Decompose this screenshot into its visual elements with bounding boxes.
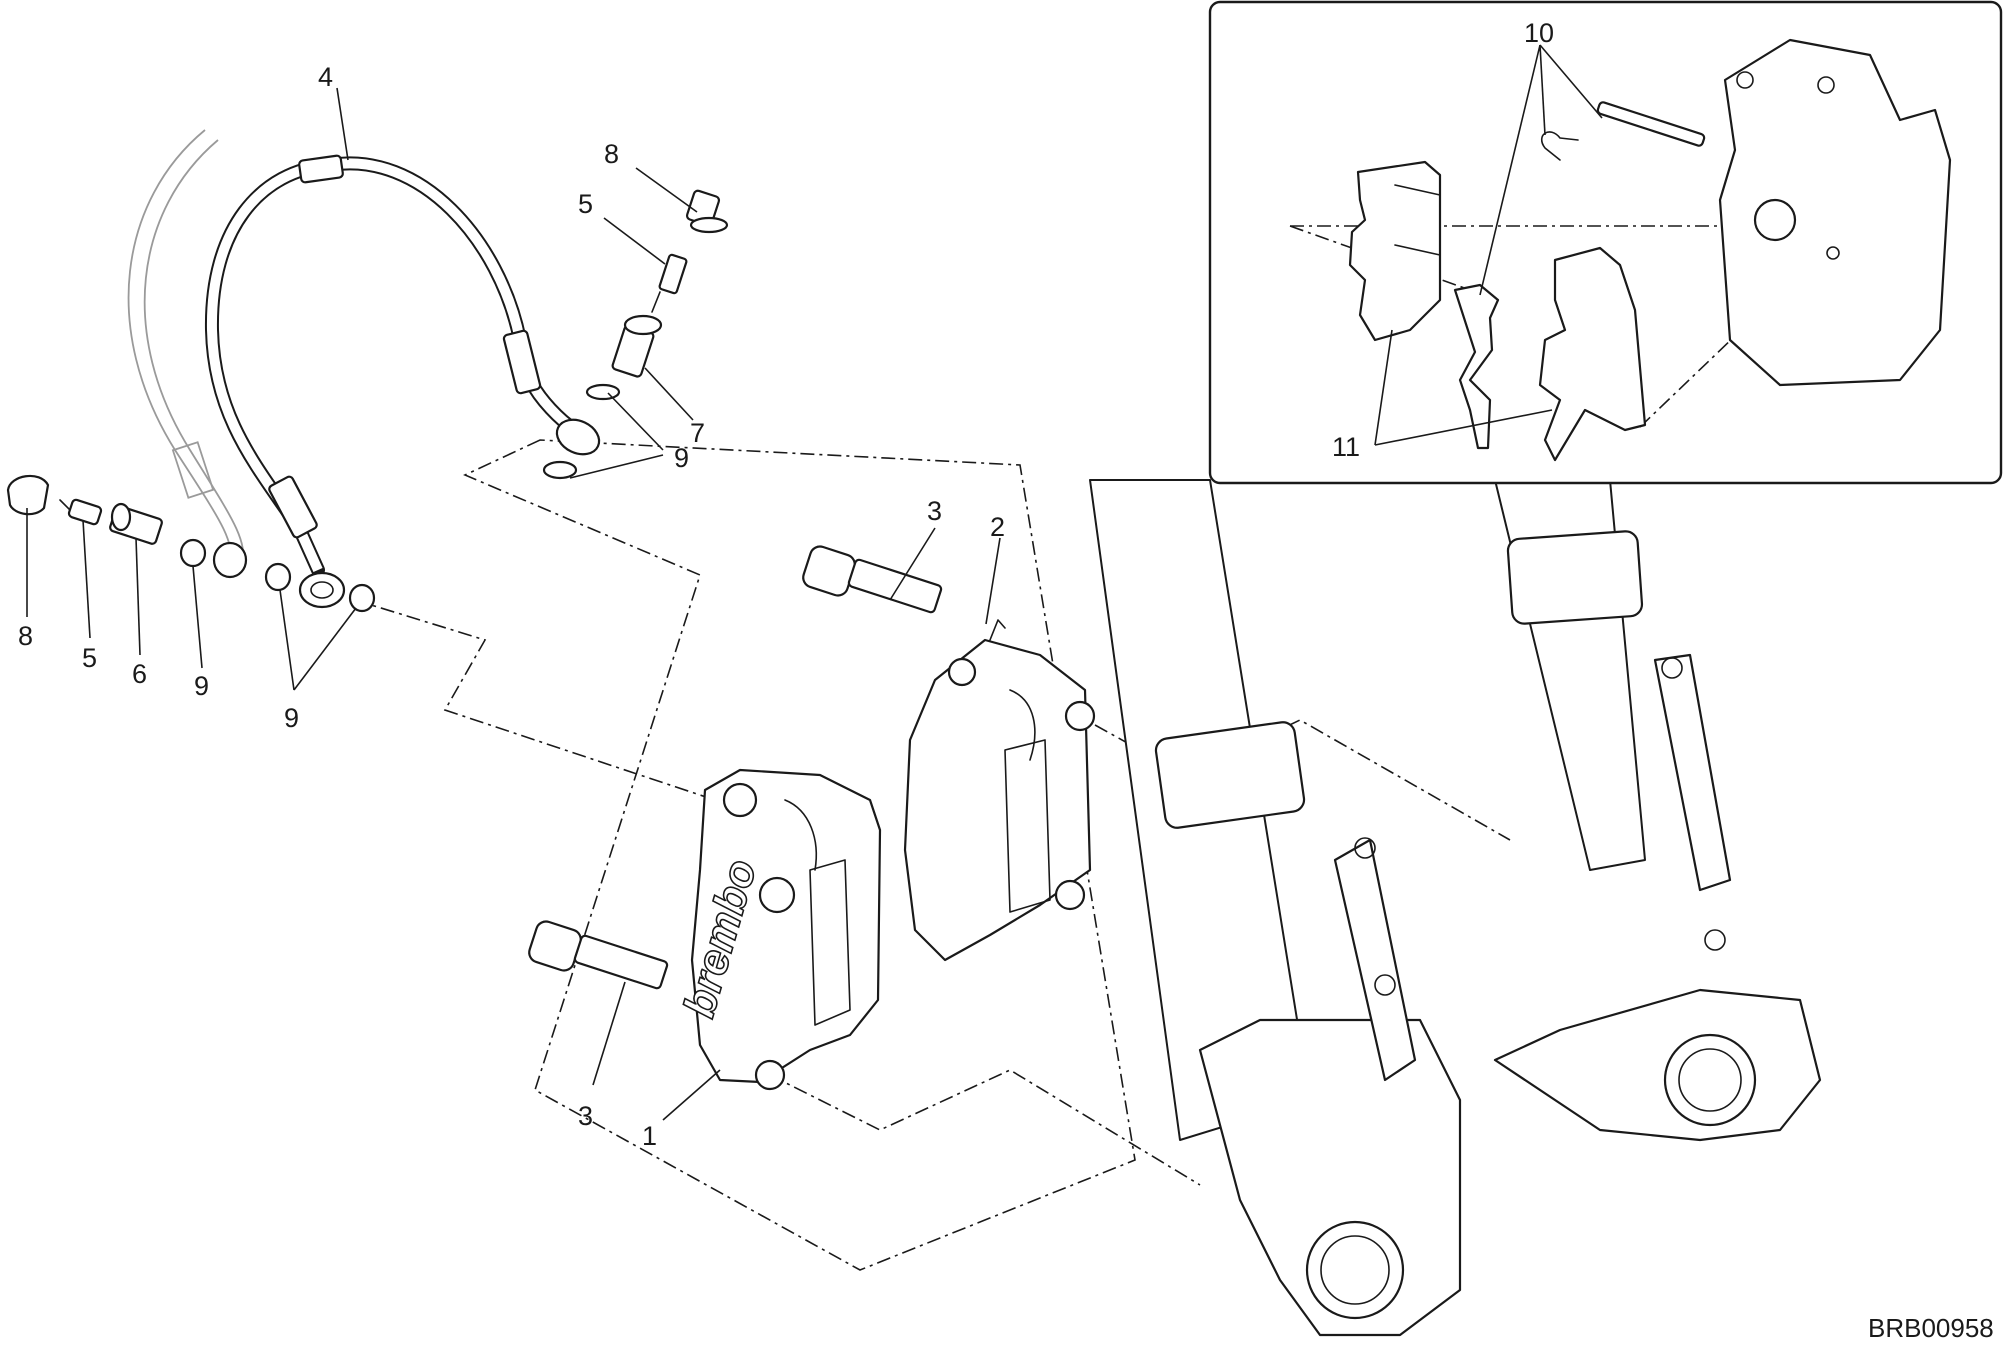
bleed-screw-assembly-left — [6, 474, 376, 613]
callout-3-upper: 3 — [927, 496, 942, 526]
callout-9-lower: 9 — [284, 703, 299, 733]
brake-hose — [204, 154, 601, 609]
caliper-1: brembo — [674, 768, 882, 1091]
callout-7: 7 — [690, 418, 705, 448]
fork-leg-right — [1493, 479, 1822, 1142]
callout-10: 10 — [1524, 18, 1554, 48]
callout-4: 4 — [318, 62, 333, 92]
fork-leg-left — [1089, 479, 1462, 1337]
caliper-bolts — [528, 545, 943, 990]
reference-code: BRB00958 — [1868, 1313, 1994, 1343]
callout-9-left: 9 — [194, 671, 209, 701]
callout-8-left: 8 — [18, 621, 33, 651]
callout-8-top: 8 — [604, 139, 619, 169]
inset-detail-box — [1208, 0, 2003, 485]
callout-11: 11 — [1332, 432, 1360, 462]
callout-9-top: 9 — [674, 443, 689, 473]
reference-hose-ghost — [127, 129, 245, 566]
callout-3-lower: 3 — [578, 1101, 593, 1131]
callout-2: 2 — [990, 512, 1005, 542]
bleed-screw-assembly-top — [542, 189, 729, 480]
callout-1: 1 — [642, 1121, 657, 1151]
callout-leaders — [26, 44, 1603, 1121]
caliper-2 — [903, 619, 1096, 962]
callout-labels: 4 8 5 7 9 8 5 6 9 9 3 2 3 1 10 11 BRB009… — [18, 18, 1994, 1343]
callout-5-left: 5 — [82, 643, 97, 673]
callout-6: 6 — [132, 659, 147, 689]
callout-5-top: 5 — [578, 189, 593, 219]
